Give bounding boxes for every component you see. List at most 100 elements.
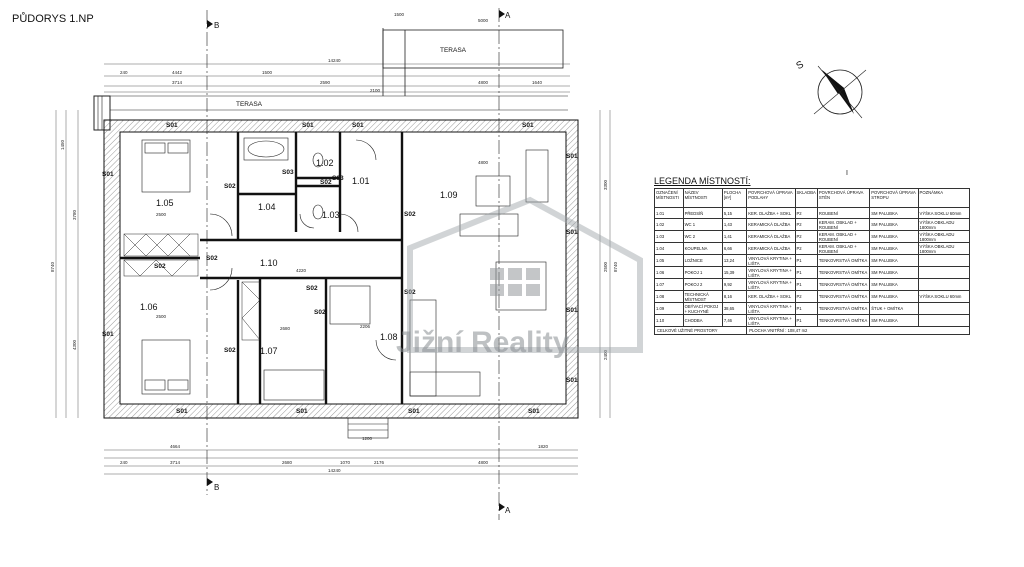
dim-room-1-09: 4800 (478, 160, 489, 165)
legend-cell: WC 2 (682, 230, 723, 243)
legend-cell: 1.02 (654, 218, 684, 231)
dim-bottom-1: 4664 (170, 444, 181, 449)
room-1-06-label: 1.06 (140, 302, 158, 312)
dim-top-2: 3714 (172, 80, 183, 85)
legend-header-cell: PLOCHA [m²] (721, 188, 748, 208)
legend-header-cell: OZNAČENÍ MÍSTNOSTI (654, 188, 684, 208)
legend-cell: SM PALUBKA (869, 314, 919, 327)
legend-header-cell: POZNÁMKA (917, 188, 971, 208)
dim-top-total: 14240 (328, 58, 341, 63)
room-1-09-label: 1.09 (440, 190, 458, 200)
dim-bottom-total: 14240 (328, 468, 341, 473)
legend-cell: POKOJ 2 (682, 278, 723, 291)
room-1-02-label: 1.02 (316, 158, 334, 168)
legend-cell: KOUPELNA (682, 242, 723, 255)
outer-walls (103, 119, 579, 419)
window-tag: S01 (566, 307, 578, 314)
legend-cell: TENKOVRSTVÁ OMÍTKA (816, 266, 871, 279)
window-tag: S01 (296, 408, 308, 415)
watermark: Jižní Reality (396, 196, 643, 359)
dim-right-3: 2400 (603, 349, 608, 360)
north-label: S (795, 59, 807, 72)
legend-footer-area: PLOCHA VNITŘNÍ : 108,47 m2 (746, 326, 970, 335)
dimensions-bottom (104, 449, 578, 475)
section-line-b: B B (206, 10, 219, 495)
dimensions-top (104, 63, 570, 93)
legend-header-cell: POVRCHOVÁ ÚPRAVA PODLAHY (746, 188, 796, 208)
legend-cell: P1 (794, 314, 818, 327)
window-tags: S01 S01 S01 S01 S01 S01 S01 S01 S01 S01 … (102, 122, 578, 415)
dim-right-1: 3300 (603, 179, 608, 190)
legend-cell: 7,46 (721, 314, 748, 327)
legend-cell (917, 302, 971, 315)
room-1-05-label: 1.05 (156, 198, 174, 208)
window-tag: S02 (154, 263, 166, 270)
window-tag: S01 (522, 122, 534, 129)
section-line-a: A A (498, 8, 511, 520)
north-arrow-icon (813, 65, 867, 119)
window-tag: S02 (224, 347, 236, 354)
legend-cell: SM PALUBKA (869, 242, 919, 255)
legend-cell: 13,24 (721, 254, 748, 267)
furniture (141, 137, 549, 401)
legend-cell: SM PALUBKA (869, 207, 919, 219)
terrace-front: TERASA (93, 95, 568, 131)
legend-cell: VÝŠKA SOKLU 60mm (917, 207, 971, 219)
legend-cell: 1.07 (654, 278, 684, 291)
legend-cell: 1,43 (721, 218, 748, 231)
legend-cell: TENKOVRSTVÁ OMÍTKA (816, 254, 871, 267)
window-tag: S01 (352, 122, 364, 129)
doors (209, 139, 397, 439)
dim-room-1-05: 2500 (156, 212, 167, 217)
window-tag: S01 (528, 408, 540, 415)
legend-cell: KERAMICKÁ DLAŽBA (746, 242, 796, 255)
watermark-text: Jižní Reality (396, 326, 570, 359)
dim-left-2: 3780 (72, 209, 77, 220)
room-1-08-label: 1.08 (380, 332, 398, 342)
dim-top-10: 240 (120, 70, 128, 75)
legend-cell: KERAMICKÁ DLAŽBA (746, 230, 796, 243)
legend-cell: 1.04 (654, 242, 684, 255)
legend-cell: KERAM. OBKLAD + ROUBENÍ (816, 242, 871, 255)
legend-cell: TENKOVRSTVÁ OMÍTKA (816, 290, 871, 303)
legend-marker: I (846, 170, 848, 177)
window-tag: S01 (566, 229, 578, 236)
legend-cell: 6,66 (721, 242, 748, 255)
legend-cell: KER. DLAŽBA + SOKL (746, 290, 796, 303)
dim-room-1-06: 2500 (156, 314, 167, 319)
legend-cell: 1.05 (654, 254, 684, 267)
room-1-07-label: 1.07 (260, 346, 278, 356)
legend-cell: 1.10 (654, 314, 684, 327)
dim-left-3: 4300 (72, 339, 77, 350)
window-tag: S01 (408, 408, 420, 415)
dim-top-3: 1500 (262, 70, 273, 75)
legend-cell: SM PALUBKA (869, 290, 919, 303)
dim-bottom-7: 1820 (538, 444, 549, 449)
window-tag: S03 (332, 175, 344, 182)
legend-cell: P1 (794, 266, 818, 279)
legend-cell (917, 266, 971, 279)
legend-header-cell: POVRCHOVÁ ÚPRAVA STROPU (869, 188, 919, 208)
window-tag: S01 (566, 153, 578, 160)
legend-cell: VINYLOVÁ KRYTINA + LIŠTA (746, 266, 796, 279)
legend-cell: KERAM. OBKLAD + ROUBENÍ (816, 230, 871, 243)
drawing-title: PŮDORYS 1.NP (12, 12, 94, 25)
dim-top-7: 1500 (394, 12, 405, 17)
legend-cell: 1.01 (654, 207, 684, 219)
window-tag: S02 (224, 183, 236, 190)
legend-cell: P1 (794, 302, 818, 315)
legend-cell: VINYLOVÁ KRYTINA + LIŠTA (746, 302, 796, 315)
legend-cell: 8,16 (721, 290, 748, 303)
legend-cell: WC 1 (682, 218, 723, 231)
dim-front-step: 1200 (362, 436, 373, 441)
terrace-front-label: TERASA (236, 101, 263, 108)
